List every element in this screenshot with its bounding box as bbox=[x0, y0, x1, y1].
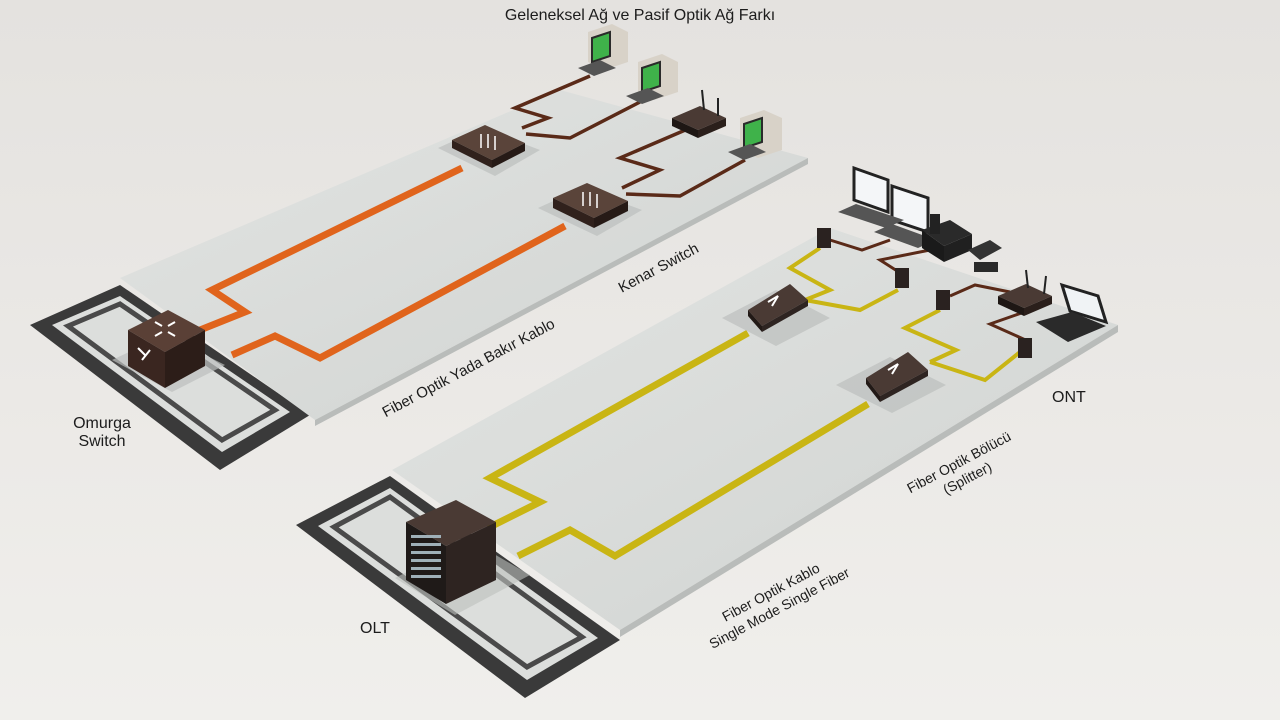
backbone-switch-label: Omurga Switch bbox=[62, 415, 142, 451]
phone-icon bbox=[922, 214, 972, 262]
router-icon bbox=[672, 89, 726, 138]
splitter-icon bbox=[836, 352, 946, 413]
monitor-icon bbox=[838, 165, 936, 248]
ont-icon bbox=[936, 290, 950, 310]
ont-icon bbox=[895, 268, 909, 288]
pc-icon bbox=[578, 24, 628, 76]
core-switch-icon bbox=[112, 310, 225, 392]
router-icon bbox=[998, 269, 1052, 316]
pon-cables bbox=[482, 329, 870, 561]
ont-label: ONT bbox=[1052, 389, 1086, 406]
ont-icon bbox=[817, 228, 831, 248]
traditional-platform bbox=[120, 90, 808, 426]
backbone-label-line2: Switch bbox=[78, 433, 126, 450]
diagram-title: Geleneksel Ağ ve Pasif Optik Ağ Farkı bbox=[504, 7, 776, 24]
edge-switch-icon bbox=[438, 125, 540, 176]
olt-label: OLT bbox=[360, 620, 390, 637]
copper-links bbox=[509, 74, 746, 198]
laptop-icon bbox=[1036, 282, 1109, 342]
pon-drop-cables bbox=[786, 246, 1022, 383]
olt-icon bbox=[395, 500, 530, 615]
camera-icon bbox=[968, 240, 1002, 272]
traditional-cables bbox=[198, 164, 567, 362]
splitter-icon bbox=[722, 284, 830, 346]
ont-icon bbox=[1018, 338, 1032, 358]
pc-icon bbox=[728, 110, 782, 160]
pc-icon bbox=[626, 54, 678, 104]
edge-switch-icon bbox=[538, 183, 642, 236]
backbone-label-line1: Omurga bbox=[73, 415, 131, 432]
